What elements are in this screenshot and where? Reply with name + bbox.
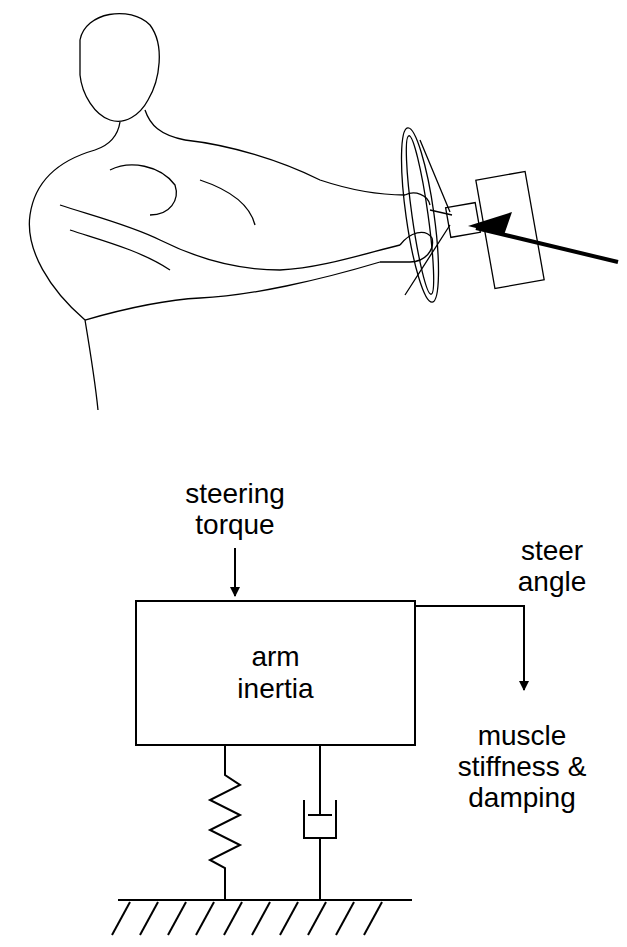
box-label: arm inertia: [211, 641, 341, 705]
mass-box: arm inertia: [135, 600, 416, 746]
steering-column: [446, 203, 481, 238]
driver-figure: [29, 14, 432, 410]
force-arrowhead: [468, 212, 512, 235]
angle-arrow: [416, 606, 524, 690]
spring-symbol: [210, 745, 240, 900]
text-label: steering torque: [160, 478, 310, 540]
text-label: steer angle: [502, 535, 602, 597]
ground-line: [118, 899, 412, 901]
steering-wheel: [394, 126, 544, 304]
text-label: muscle stiffness & damping: [433, 720, 611, 813]
ground-hatch: [112, 902, 382, 935]
torque-arrow: [234, 548, 236, 596]
damper-symbol: [304, 745, 336, 900]
